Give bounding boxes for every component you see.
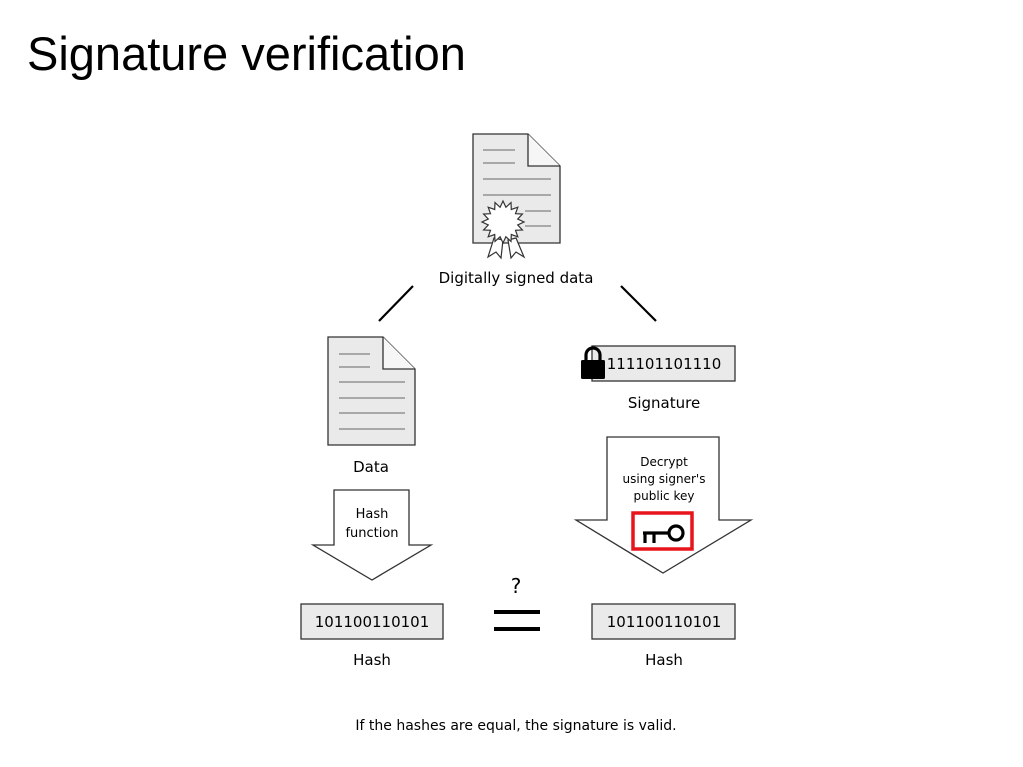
split-line-left bbox=[378, 285, 414, 322]
decrypt-label-line2: using signer's bbox=[623, 472, 706, 486]
decrypt-label-line1: Decrypt bbox=[640, 455, 688, 469]
page-title: Signature verification bbox=[27, 27, 466, 80]
hash-function-label-line2: function bbox=[345, 526, 398, 541]
split-line-right bbox=[620, 285, 657, 322]
signature-bits: 111101101110 bbox=[607, 355, 722, 373]
decrypt-arrow bbox=[573, 436, 754, 574]
signature-box: 111101101110 bbox=[591, 345, 736, 382]
data-document-icon bbox=[327, 336, 416, 446]
public-key-icon bbox=[631, 511, 694, 551]
equals-comparison-icon: ? bbox=[494, 574, 540, 631]
caption: If the hashes are equal, the signature i… bbox=[355, 718, 676, 734]
key-highlight-box bbox=[631, 511, 694, 551]
hash-right-label: Hash bbox=[645, 651, 683, 669]
signed-data-label: Digitally signed data bbox=[439, 269, 594, 287]
hash-function-label-line1: Hash bbox=[356, 507, 389, 522]
signed-document-icon bbox=[472, 133, 561, 260]
hash-left-label: Hash bbox=[353, 651, 391, 669]
hash-function-arrow bbox=[310, 489, 434, 581]
seal-icon bbox=[480, 199, 526, 245]
decrypt-label-line3: public key bbox=[634, 489, 695, 503]
question-mark: ? bbox=[511, 574, 522, 598]
hash-left-bits: 101100110101 bbox=[315, 613, 430, 631]
hash-box-left: 101100110101 bbox=[300, 603, 444, 640]
signature-label: Signature bbox=[628, 394, 700, 412]
lock-icon bbox=[581, 346, 605, 379]
hash-right-bits: 101100110101 bbox=[607, 613, 722, 631]
hash-box-right: 101100110101 bbox=[591, 603, 736, 640]
data-label: Data bbox=[353, 458, 389, 476]
